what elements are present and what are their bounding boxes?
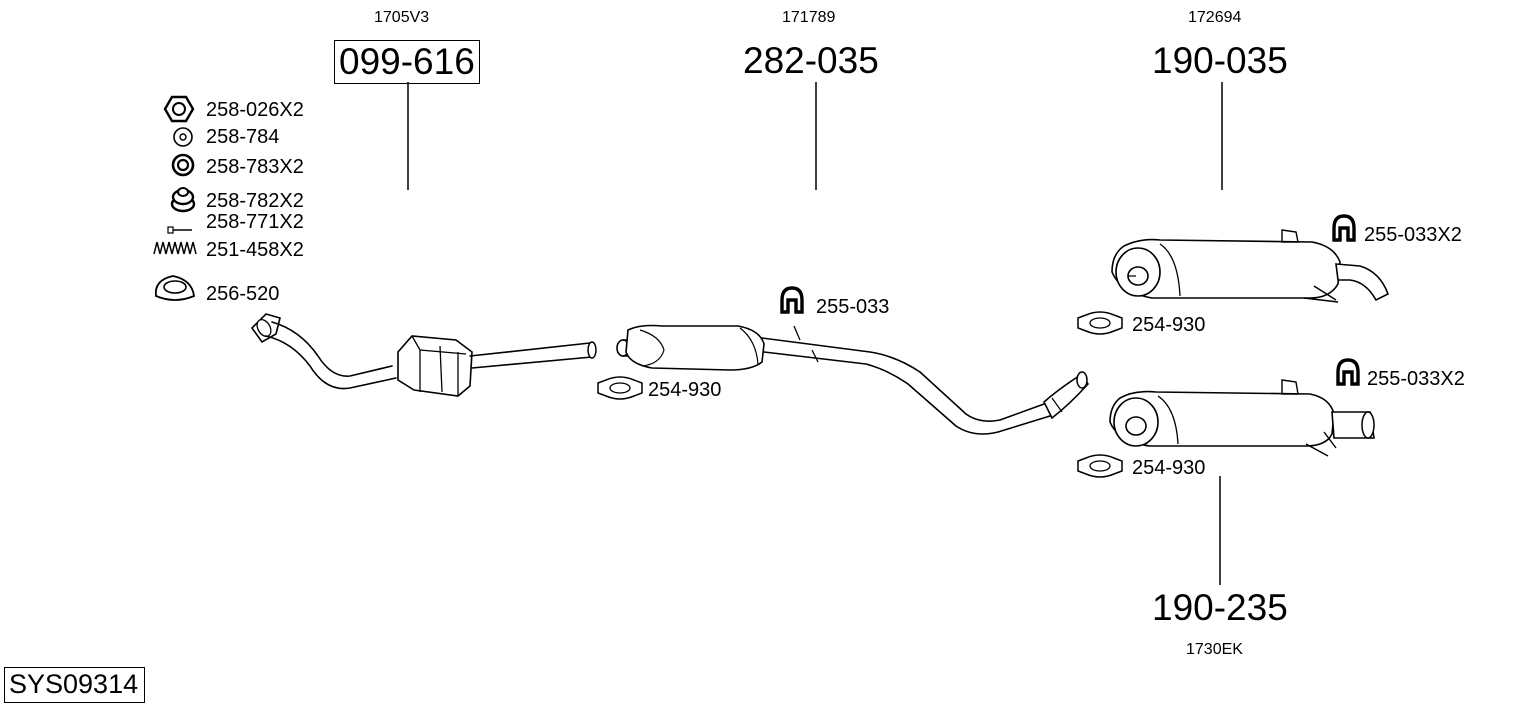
clamp-icon [1077,454,1123,478]
rear-silencer-190-035 [1111,229,1389,303]
bolt-icon [167,226,192,234]
clamp-label-front: 254-930 [648,379,722,401]
rubber-hanger-icon [1332,214,1356,242]
fitting-label: 258-784 [206,126,280,148]
front-pipe-099-616 [250,313,597,397]
spring-washer-icon [171,153,195,177]
reference-label: 172694 [1188,9,1242,26]
fitting-label: 256-520 [206,283,280,305]
gasket-ring-icon [154,275,195,301]
hanger-label-rear-bottom: 255-033X2 [1367,368,1465,390]
spacer-icon [170,187,196,213]
system-code: SYS09314 [4,667,146,703]
spring-icon [153,241,197,255]
part-number-099-616: 099-616 [334,40,480,84]
fitting-label: 258-771X2 [206,211,304,233]
fitting-label: 251-458X2 [206,239,304,261]
rubber-hanger-icon [780,286,804,314]
fitting-label: 258-782X2 [206,190,304,212]
washer-icon [173,127,193,147]
rear-silencer-190-235 [1109,379,1375,457]
clamp-label-rear-bottom: 254-930 [1132,457,1206,479]
fitting-label: 258-783X2 [206,156,304,178]
hanger-label-rear-top: 255-033X2 [1364,224,1462,246]
clamp-label-rear-top: 254-930 [1132,314,1206,336]
fitting-label: 258-026X2 [206,99,304,121]
rubber-hanger-icon [1336,358,1360,386]
clamp-icon [597,376,643,400]
hex-nut-icon [163,95,195,123]
reference-label: 171789 [782,9,836,26]
reference-label: 1730EK [1186,641,1243,658]
part-number-190-035: 190-035 [1152,40,1288,81]
part-number-190-235: 190-235 [1152,587,1288,628]
centre-silencer-282-035 [616,324,1089,435]
reference-label: 1705V3 [374,9,430,26]
part-number-282-035: 282-035 [743,40,879,81]
hanger-label-front: 255-033 [816,296,890,318]
clamp-icon [1077,311,1123,335]
